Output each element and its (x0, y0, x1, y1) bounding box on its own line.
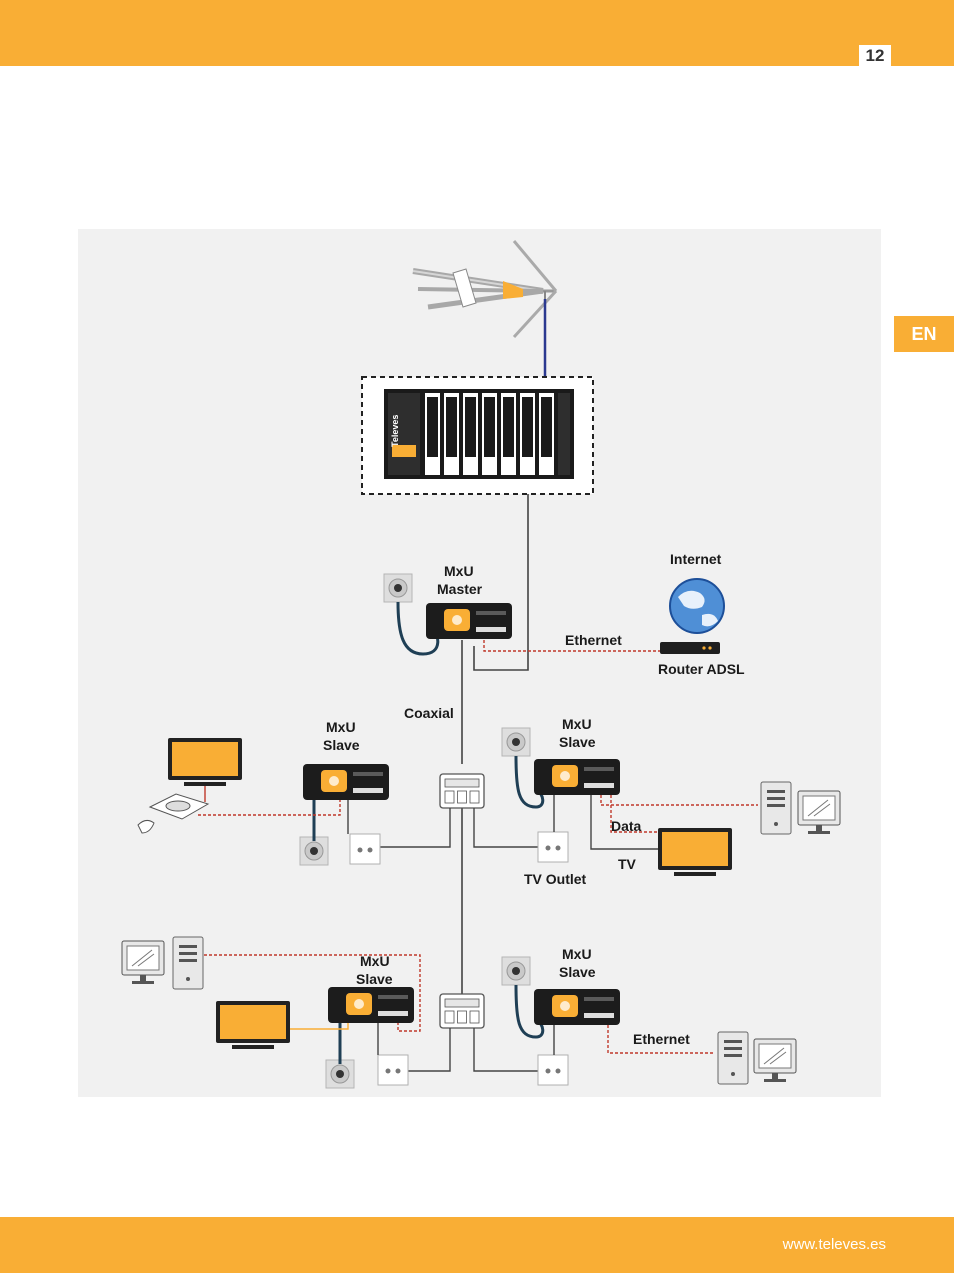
network-diagram: Televes Internet Router ADSL Ethernet Mx… (121, 240, 841, 1089)
ethernet-master-router (483, 640, 668, 652)
header-bar: 12 (0, 0, 954, 67)
slave-right-label-line2: Slave (559, 734, 596, 750)
game-console-icon (137, 793, 210, 834)
master-label-line1: MxU (444, 563, 474, 579)
slave-right-power-cable (514, 755, 545, 809)
headend-brand: Televes (390, 415, 400, 447)
splitter-upper-right-branch (473, 808, 538, 848)
pc-monitor-bl-icon (121, 940, 165, 985)
coaxial-label: Coaxial (404, 705, 454, 721)
internet-label: Internet (670, 551, 722, 567)
mxu-master-device (426, 603, 512, 639)
globe-icon (669, 578, 725, 634)
slave-bl-label-line1: MxU (360, 953, 390, 969)
slave-br-label-line2: Slave (559, 964, 596, 980)
tv-left-icon (168, 738, 242, 786)
splitter-upper (439, 773, 485, 809)
pc-monitor-icon (797, 790, 841, 835)
page-number: 12 (859, 45, 891, 67)
footer-url-link[interactable]: www.televes.es (782, 1236, 886, 1253)
slave-bl-label-line2: Slave (356, 971, 393, 987)
router-icon (660, 642, 720, 654)
ethernet-label-bottom: Ethernet (633, 1031, 690, 1047)
data-label: Data (611, 818, 642, 834)
splitter-upper-left-branch (378, 808, 451, 848)
ethernet-br-pc (607, 1025, 714, 1054)
pc-tower-bl-icon (172, 936, 204, 990)
footer-bar: www.televes.es (0, 1217, 954, 1273)
slave-bl-power-socket (325, 1059, 355, 1089)
mxu-slave-left-device (303, 764, 389, 800)
splitter-lower-right-branch (473, 1028, 538, 1072)
tv-outlet-bottom-left (377, 1054, 409, 1086)
tv-label: TV (618, 856, 637, 872)
master-label-line2: Master (437, 581, 483, 597)
tv-coax-right (590, 795, 658, 850)
mxu-slave-right-device (534, 759, 620, 795)
tv-outlet-right (537, 831, 569, 863)
data-line-right (610, 795, 658, 833)
slave-left-power-socket (299, 836, 329, 866)
ethernet-right-pc (600, 795, 758, 806)
master-power-socket (383, 573, 413, 603)
pc-monitor-br-icon (753, 1038, 797, 1083)
slave-left-label-line2: Slave (323, 737, 360, 753)
pc-tower-br-icon (717, 1031, 749, 1085)
headend-modules (384, 389, 574, 479)
ethernet-left-console (198, 800, 341, 816)
network-diagram-panel: Televes Internet Router ADSL Ethernet Mx… (78, 229, 881, 1097)
tv-bl-cable (290, 1023, 349, 1030)
tv-outlet-left (349, 833, 381, 865)
slave-right-power-socket (501, 727, 531, 757)
slave-br-label-line1: MxU (562, 946, 592, 962)
tv-right-icon (658, 828, 732, 876)
headend-to-master-coax (473, 494, 529, 671)
mxu-slave-bottom-left-device (328, 987, 414, 1023)
slave-right-label-line1: MxU (562, 716, 592, 732)
slave-left-label-line1: MxU (326, 719, 356, 735)
tv-outlet-bottom-right (537, 1054, 569, 1086)
language-tab[interactable]: EN (894, 316, 954, 352)
ethernet-bl-pc (204, 954, 421, 1032)
ethernet-label-top: Ethernet (565, 632, 622, 648)
tv-bl-icon (216, 1001, 290, 1049)
router-label: Router ADSL (658, 661, 745, 677)
tv-outlet-label: TV Outlet (524, 871, 587, 887)
pc-tower-icon (760, 781, 792, 835)
slave-br-power-cable (514, 984, 545, 1039)
slave-br-power-socket (501, 956, 531, 986)
antenna-icon (412, 240, 558, 339)
splitter-lower-left-branch (408, 1028, 451, 1072)
splitter-lower (439, 993, 485, 1029)
mxu-slave-bottom-right-device (534, 989, 620, 1025)
